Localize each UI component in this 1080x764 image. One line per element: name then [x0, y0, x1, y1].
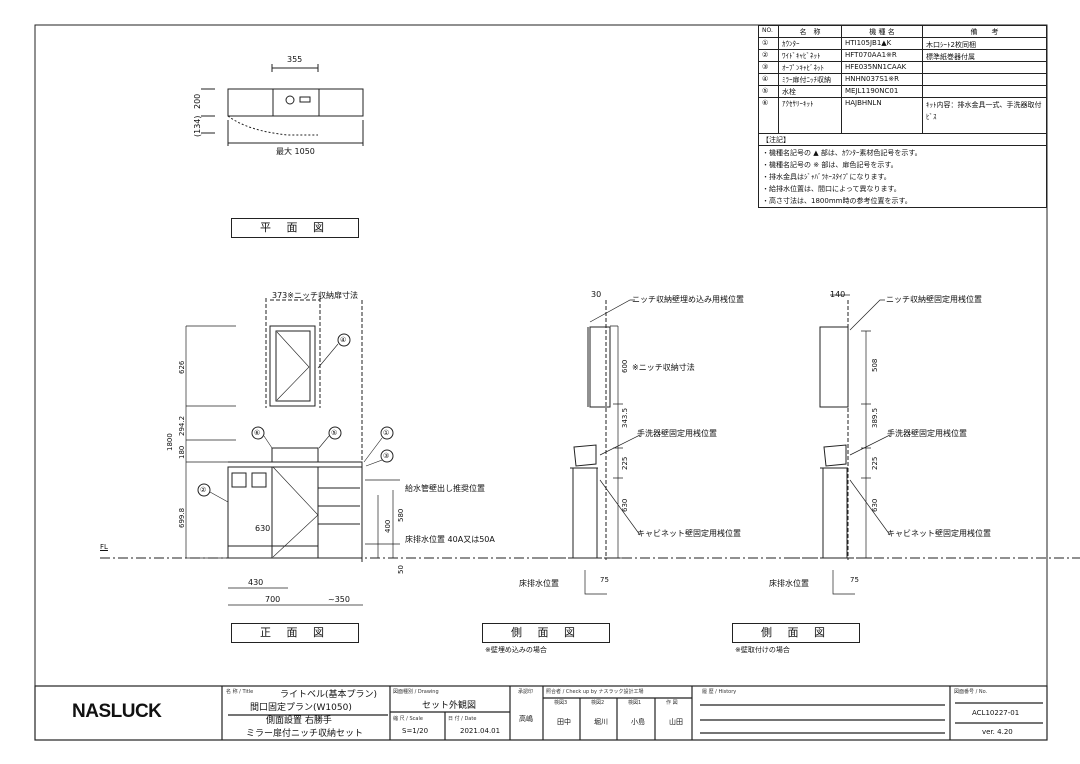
note: ・機種名記号の ※ 部は、扉色記号を示す。: [762, 161, 898, 169]
check-col-caption: 検図3: [554, 700, 568, 706]
check-col-caption: 検図1: [628, 700, 642, 706]
dim-180: 180: [178, 445, 186, 459]
side-view-recessed-label: 側 面 図: [482, 623, 610, 643]
plan-view-label: 平 面 図: [231, 218, 359, 238]
dim-140: 140: [830, 290, 846, 299]
dim-30: 30: [591, 290, 602, 299]
note: ・給排水位置は、間口によって異なります。: [762, 185, 901, 193]
check-caption: 照合者 / Check up by ナスラック設計工場: [546, 689, 644, 695]
note: ※ニッチ収納寸法: [632, 363, 695, 372]
dim-343: 343.5: [621, 407, 629, 428]
dim-400: 400: [384, 519, 392, 533]
dim-630: 630: [871, 498, 879, 512]
note: ・機種名記号の ▲ 部は、ｶｳﾝﾀｰ素材色記号を示す。: [762, 149, 922, 157]
side-view-surface-label: 側 面 図: [732, 623, 860, 643]
dim-294: 294.2: [178, 415, 186, 436]
dim-225: 225: [621, 456, 629, 470]
check-name: 田中: [557, 718, 571, 726]
note: ニッチ収納壁埋め込み用桟位置: [632, 295, 744, 304]
callout-4: ④: [340, 336, 347, 344]
callout-2: ②: [200, 486, 207, 494]
callout-3: ③: [383, 452, 390, 460]
callout-5: ⑤: [331, 429, 338, 437]
parts-row-note: ｷｯﾄ内容：排水金具一式、手洗器取付ﾋﾞｽ: [922, 97, 1047, 134]
date-caption: 日 付 / Date: [448, 716, 477, 722]
callout-1: ①: [383, 429, 390, 437]
note: キャビネット壁固定用桟位置: [887, 529, 991, 538]
note: ・排水金具はｼﾞｬﾊﾞﾗﾎｰｽﾀｲﾌﾟになります。: [762, 173, 891, 181]
drain-note: 床排水位置 40A又は50A: [405, 535, 495, 544]
title-line: ミラー扉付ニッチ収納セット: [246, 729, 364, 739]
side-view-recessed-drawing: [538, 299, 641, 595]
drawing-caption: 図面種別 / Drawing: [393, 689, 439, 695]
scale-caption: 縮 尺 / Scale: [393, 716, 423, 722]
dim-1800: 1800: [166, 433, 174, 451]
dim-50: 50: [397, 565, 405, 574]
callout-6: ⑥: [254, 429, 261, 437]
note: 床排水位置: [769, 579, 809, 588]
check-name: 堀川: [594, 718, 608, 726]
scale: S=1/20: [402, 727, 429, 735]
title-line: 間口固定プラン(W1050): [250, 703, 352, 713]
note: 手洗器壁固定用桟位置: [637, 429, 717, 438]
front-view-drawing: [100, 298, 1080, 606]
dim-430: 430: [248, 578, 264, 587]
floor-level: FL: [100, 543, 108, 551]
title-caption: 名 称 / Title: [226, 689, 254, 695]
dim-350: ~350: [328, 595, 350, 604]
notes-list: ・機種名記号の ▲ 部は、ｶｳﾝﾀｰ素材色記号を示す。 ・機種名記号の ※ 部は…: [758, 145, 1047, 208]
front-view-label: 正 面 図: [231, 623, 359, 643]
note: キャビネット壁固定用桟位置: [637, 529, 741, 538]
approval-caption: 承認印: [518, 689, 534, 695]
version: ver. 4.20: [982, 728, 1013, 736]
approval-name: 高嶋: [519, 715, 533, 723]
parts-row-no: ⑥: [758, 97, 779, 134]
title-line: ライトベル(基本プラン): [280, 690, 378, 700]
dim-75: 75: [850, 576, 859, 584]
parts-row-model: HAJBHNLN: [841, 97, 923, 134]
check-col-caption: 検図2: [591, 700, 605, 706]
dim-plan-width: 最大 1050: [276, 147, 315, 156]
title-line: 側面設置 右勝手: [266, 716, 332, 726]
drawing-type: セット外観図: [422, 701, 477, 711]
nasluck-logo: NASLUCK: [72, 701, 162, 722]
check-col-caption: 作 図: [666, 700, 678, 706]
dim-630: 630: [255, 524, 271, 533]
dim-630: 630: [621, 498, 629, 512]
history-caption: 履 歴 / History: [702, 689, 737, 695]
date: 2021.04.01: [460, 727, 501, 735]
title-block-lines: [34, 685, 1048, 741]
plan-view-drawing: [201, 64, 364, 146]
dim-plan-projection: (134): [193, 115, 202, 137]
dim-plan-depth: 200: [193, 93, 202, 109]
niche-width-dim: 373※ニッチ収納扉寸法: [272, 291, 358, 300]
check-name: 山田: [669, 718, 683, 726]
caption: ※壁取付けの場合: [735, 646, 790, 654]
no-caption: 図面番号 / No.: [954, 689, 988, 695]
check-name: 小島: [631, 718, 645, 726]
note: 手洗器壁固定用桟位置: [887, 429, 967, 438]
note: 床排水位置: [519, 579, 559, 588]
dim-plan-top: 355: [287, 55, 303, 64]
dim-700: 700: [265, 595, 281, 604]
caption: ※壁埋め込みの場合: [485, 646, 547, 654]
note: ・高さ寸法は、1800mm時の参考位置を示す。: [762, 197, 912, 205]
dim-699: 699.8: [178, 507, 186, 528]
dim-600: 600: [621, 359, 629, 373]
dim-225: 225: [871, 456, 879, 470]
drawing-number: ACL10227-01: [972, 709, 1020, 717]
dim-389: 389.5: [871, 407, 879, 428]
parts-row-name: ｱｸｾｻﾘｰｷｯﾄ: [778, 97, 842, 134]
dim-75: 75: [600, 576, 609, 584]
side-view-surface-drawing: [790, 294, 891, 595]
dim-508: 508: [871, 358, 879, 372]
water-supply-note: 給水管壁出し推奨位置: [405, 484, 485, 493]
note: ニッチ収納壁固定用桟位置: [886, 295, 982, 304]
dim-626: 626: [178, 360, 186, 374]
dim-580: 580: [397, 508, 405, 522]
